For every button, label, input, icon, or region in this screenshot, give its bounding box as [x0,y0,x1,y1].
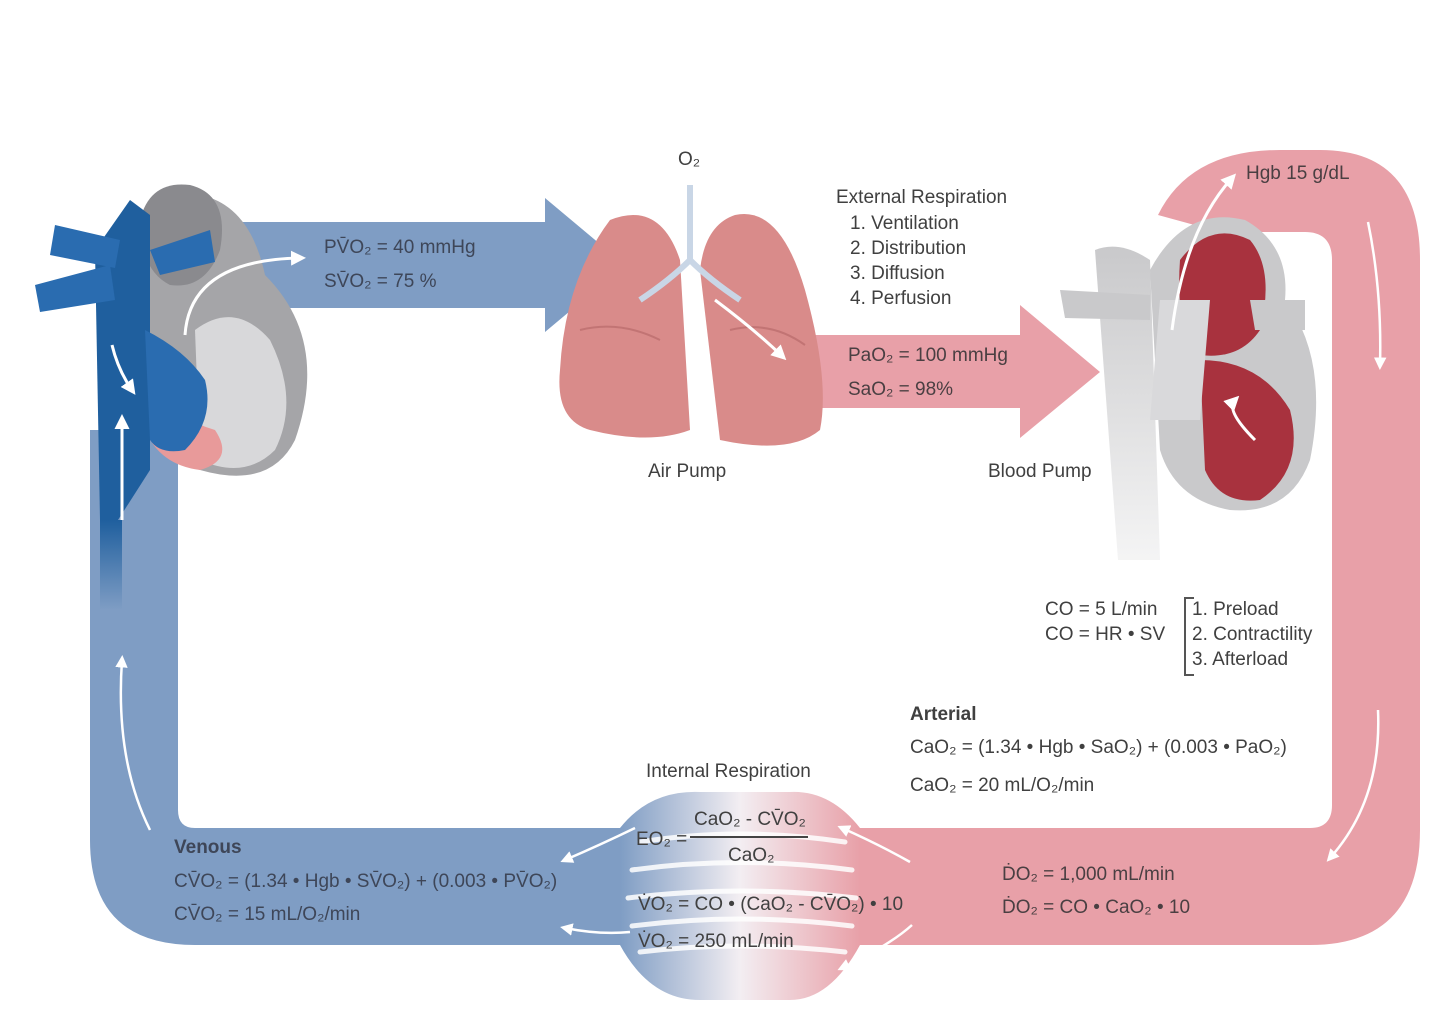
capillary-line [637,831,848,845]
sao2-label: SaO₂ = 98% [848,379,954,400]
flow-arrow [1366,221,1387,370]
venous-formula: CV̄O₂ = (1.34 • Hgb • SV̄O₂) + (0.003 • … [174,871,558,892]
co-factor: 1. Preload [1192,599,1279,620]
arterial-arrow-to-heart [815,305,1100,438]
external-step: 1. Ventilation [850,213,959,234]
external-step: 2. Distribution [850,238,967,259]
vo2-formula: V̇O₂ = CO • (CaO₂ - CV̄O₂) • 10 [638,894,904,915]
flow-arrow [714,298,787,361]
external-respiration-title: External Respiration [836,187,1008,208]
do2-value: ḊO₂ = 1,000 mL/min [1002,864,1175,885]
flow-arrow [1223,395,1257,442]
oxygen-label: O₂ [678,149,701,170]
flow-arrow [837,825,911,864]
flow-arrow [110,344,136,395]
co-formula-label: CO = HR • SV [1045,624,1166,645]
pao2-label: PaO₂ = 100 mmHg [848,345,1008,366]
hgb-label: Hgb 15 g/dL [1246,163,1350,184]
flow-arrow [1170,173,1237,331]
arterial-heart-illustration [1060,217,1317,560]
eo2-fraction-bar [690,836,808,838]
flow-arrow [560,826,636,863]
vo2-value: V̇O₂ = 250 mL/min [638,931,794,952]
flow-arrow [183,250,306,336]
external-step: 3. Diffusion [850,263,945,284]
venous-value: CV̄O₂ = 15 mL/O₂/min [174,904,361,925]
eo2-lhs: EO₂ = [636,829,688,850]
internal-respiration-title: Internal Respiration [646,761,811,782]
venous-title: Venous [174,837,242,858]
svo2-label: SV̄O₂ = 75 % [324,271,437,292]
co-factors-brace [1184,597,1194,676]
eo2-numerator: CaO₂ - CV̄O₂ [694,809,806,830]
eo2-denominator: CaO₂ [728,845,775,866]
flow-arrow [560,923,631,936]
co-factor: 3. Afterload [1192,649,1289,670]
capillary-line [637,943,848,955]
arterial-formula: CaO₂ = (1.34 • Hgb • SaO₂) + (0.003 • Pa… [910,737,1287,758]
external-step: 4. Perfusion [850,288,952,309]
pvo2-label: PV̄O₂ = 40 mmHg [324,237,476,258]
flow-arrow [1326,709,1380,862]
do2-formula: ḊO₂ = CO • CaO₂ • 10 [1002,897,1191,918]
co-factor: 2. Contractility [1192,624,1313,645]
venous-vessel [90,430,640,945]
air-pump-label: Air Pump [648,461,727,482]
co-value-label: CO = 5 L/min [1045,599,1158,620]
flow-arrow [837,924,913,971]
arterial-title: Arterial [910,704,977,725]
venous-arrow-to-lungs [205,198,625,332]
capillary-line [629,860,855,873]
arterial-vessel [840,150,1420,945]
capillary-line [629,916,855,929]
arterial-value: CaO₂ = 20 mL/O₂/min [910,775,1095,796]
capillary-line [625,888,859,901]
lungs-illustration [559,185,823,446]
flow-arrow [115,655,152,831]
blood-pump-label: Blood Pump [988,461,1092,482]
venous-heart-illustration [35,184,308,610]
